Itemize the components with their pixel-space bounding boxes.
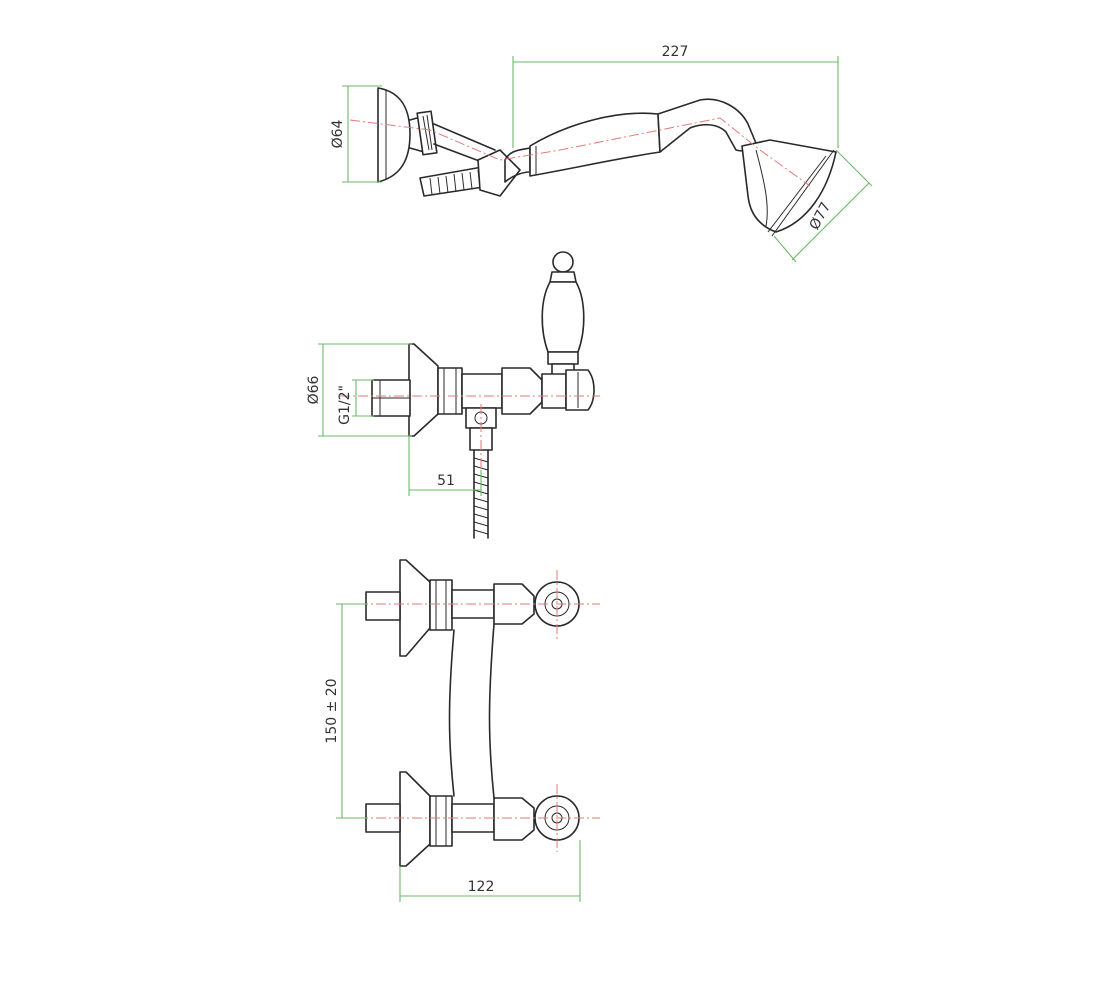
dimension-thread: G1/2" [337,379,374,425]
dim-label-d64: Ø64 [330,119,346,148]
dim-label-150: 150 ± 20 [324,678,340,743]
dim-label-122: 122 [468,879,495,895]
dimension-122: 122 [399,840,581,902]
handshower-view: 227 Ø64 Ø77 [330,44,873,263]
plan-view: 150 ± 20 122 [324,559,600,902]
lower-inlet [365,771,580,867]
dimension-227: 227 [512,44,839,148]
dimension-d66: Ø66 [306,343,412,437]
dim-label-thread: G1/2" [337,385,353,425]
bridge-bar [448,623,495,799]
handshower-handle [477,98,759,197]
dimension-51: 51 [408,436,482,496]
valve-body [437,367,595,415]
dimension-150: 150 ± 20 [324,603,368,819]
shower-head [741,139,837,237]
dimension-d64: Ø64 [330,85,382,183]
upper-inlet [365,559,580,657]
wall-flange [371,343,439,437]
dim-label-51: 51 [437,473,455,489]
dim-label-d66: Ø66 [306,375,322,404]
lever-handle [541,251,585,377]
side-view: Ø66 G1/2" 51 [306,251,600,539]
dim-label-227: 227 [662,44,689,60]
